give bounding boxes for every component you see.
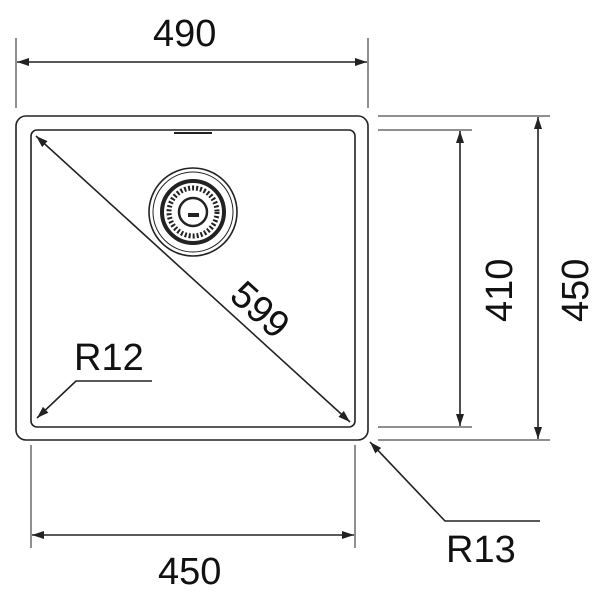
- label-450-width: 450: [158, 551, 221, 593]
- label-r12: R12: [74, 337, 144, 379]
- label-450-depth: 450: [555, 259, 597, 322]
- label-599: 599: [222, 273, 297, 347]
- label-410: 410: [479, 259, 521, 322]
- label-490: 490: [153, 13, 216, 55]
- sink-outer-outline: [15, 115, 369, 441]
- label-r13: R13: [446, 529, 516, 571]
- leader-r13: [369, 441, 540, 522]
- dimension-line-599: [35, 135, 351, 423]
- leader-r12: [36, 380, 152, 419]
- bowl-inner-outline: [30, 129, 356, 428]
- drain-icon: [148, 167, 238, 257]
